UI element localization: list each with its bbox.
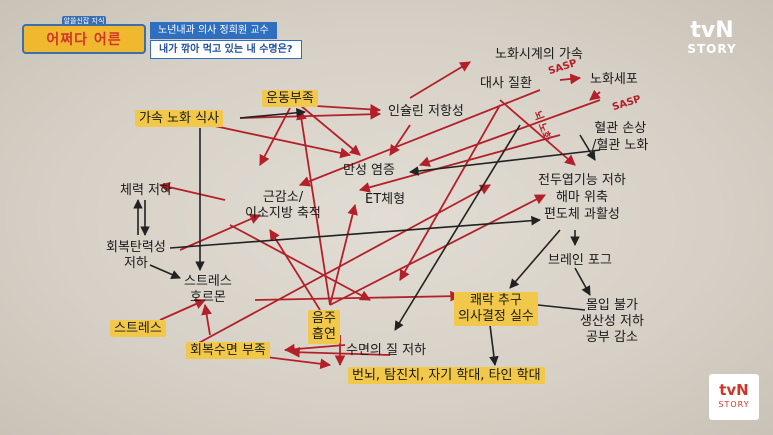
node-pleasure-seeking: 쾌락 추구 의사결정 실수	[454, 292, 538, 326]
node-drinking-smoking: 음주 흡연	[308, 310, 340, 344]
node-senescent-cells: 노화세포	[590, 72, 638, 87]
node-sarcopenia: 근감소/ 이소지방 축적	[245, 190, 321, 221]
tvn-story-corner-logo: tvN STORY	[709, 374, 759, 420]
node-lack-of-exercise: 운동부족	[262, 90, 318, 107]
program-badge: 알쓸신잡 지식 어쩌다 어른	[22, 16, 146, 54]
caption-speaker: 노년내과 의사 정희원 교수	[150, 22, 277, 39]
node-frontal-lobe-decline: 전두엽기능 저하 해마 위축 편도체 과활성	[538, 173, 626, 222]
node-focus-loss: 몰입 불가 생산성 저하 공부 감소	[580, 298, 644, 345]
logo-brand: tvN	[690, 18, 734, 43]
corner-logo-sub: STORY	[718, 400, 750, 409]
node-lack-of-recovery-sleep: 회복수면 부족	[186, 342, 270, 359]
caption-question: 내가 깎아 먹고 있는 내 수명은?	[150, 40, 302, 59]
program-badge-top: 알쓸신잡 지식	[62, 16, 106, 26]
node-chronic-inflammation: 만성 염증	[343, 163, 395, 178]
node-insulin-resistance: 인슐린 저항성	[388, 104, 464, 119]
program-title: 어쩌다 어른	[46, 32, 122, 48]
node-stress: 스트레스	[110, 320, 166, 337]
node-brain-fog: 브레인 포그	[548, 253, 612, 268]
node-resilience-decline: 회복탄력성 저하	[106, 240, 166, 271]
node-vascular-damage: 혈관 손상 /혈관 노화	[592, 121, 649, 153]
tvn-story-logo: tvN STORY	[677, 18, 747, 57]
node-processed-diet: 가속 노화 식사	[135, 110, 224, 127]
node-stamina-decline: 체력 저하	[120, 183, 172, 198]
node-anguish-abuse: 번뇌, 탐진치, 자기 학대, 타인 학대	[348, 367, 545, 384]
node-stress-hormone: 스트레스 호르몬	[184, 274, 232, 305]
node-metabolic-disease: 대사 질환	[480, 76, 532, 91]
node-et-body-type: ET체형	[365, 192, 406, 207]
logo-sub: STORY	[687, 42, 737, 56]
node-aging-clock: 노화시계의 가속	[495, 47, 583, 62]
corner-logo-brand: tvN	[719, 381, 749, 399]
node-poor-sleep-quality: 수면의 질 저하	[346, 343, 427, 358]
